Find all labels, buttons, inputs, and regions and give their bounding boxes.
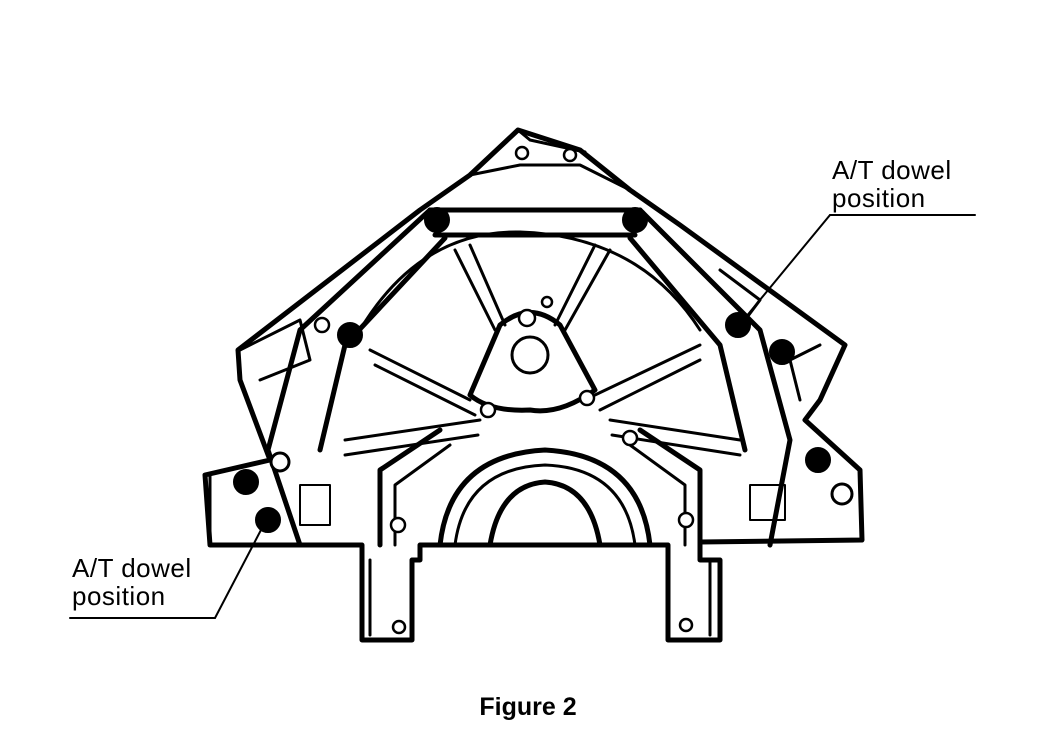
top-callout-leader: [744, 214, 831, 319]
bolt-holes: [233, 145, 854, 635]
bottom-callout-line2: position: [72, 581, 166, 611]
top-dowel-callout-label: A/T dowel position: [832, 156, 952, 212]
bottom-dowel-callout-label: A/T dowel position: [72, 554, 192, 610]
bottom-callout-leader: [214, 527, 263, 619]
top-callout-line2: position: [832, 183, 926, 213]
top-callout-line1: A/T dowel: [832, 155, 952, 185]
block-outline: [202, 127, 865, 643]
bottom-callout-line1: A/T dowel: [72, 553, 192, 583]
callout-leaders: [69, 214, 976, 619]
figure-caption: Figure 2: [479, 693, 577, 721]
